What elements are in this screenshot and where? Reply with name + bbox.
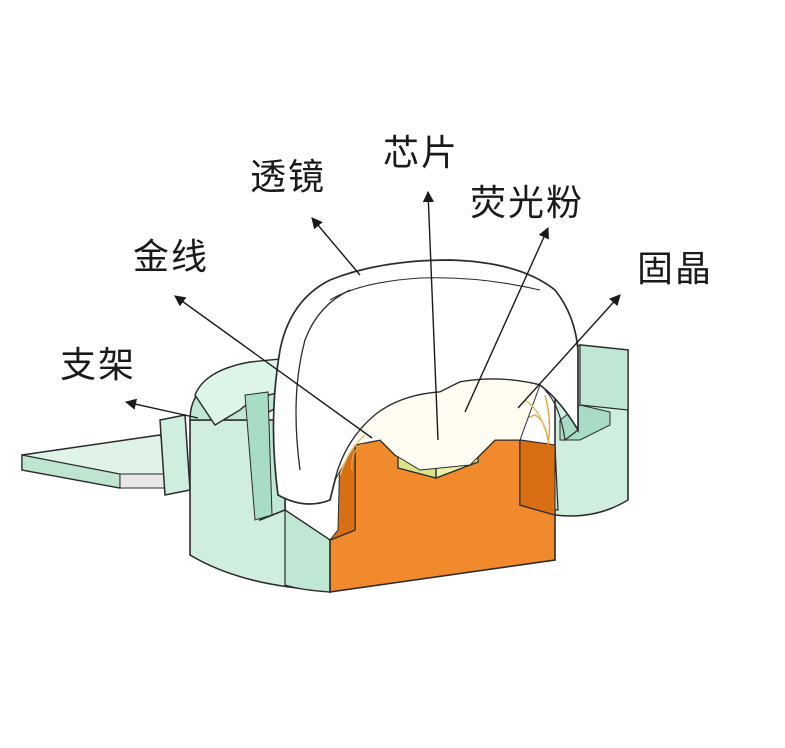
arrow-die-attach bbox=[517, 294, 621, 409]
arrow-lens bbox=[311, 217, 361, 276]
arrow-bracket bbox=[124, 398, 199, 419]
label-lens: 透镜 bbox=[250, 157, 327, 198]
arrow-chip bbox=[422, 190, 439, 441]
label-die-attach: 固晶 bbox=[637, 249, 714, 290]
label-gold-wire: 金线 bbox=[133, 237, 210, 278]
copper-heat-slug bbox=[328, 439, 556, 593]
label-chip: 芯片 bbox=[383, 133, 460, 174]
leader-lines bbox=[124, 190, 621, 441]
label-bracket: 支架 bbox=[60, 345, 137, 386]
arrow-phosphor bbox=[464, 226, 549, 413]
label-phosphor: 荧光粉 bbox=[470, 183, 585, 224]
arrow-gold-wire bbox=[174, 295, 373, 439]
